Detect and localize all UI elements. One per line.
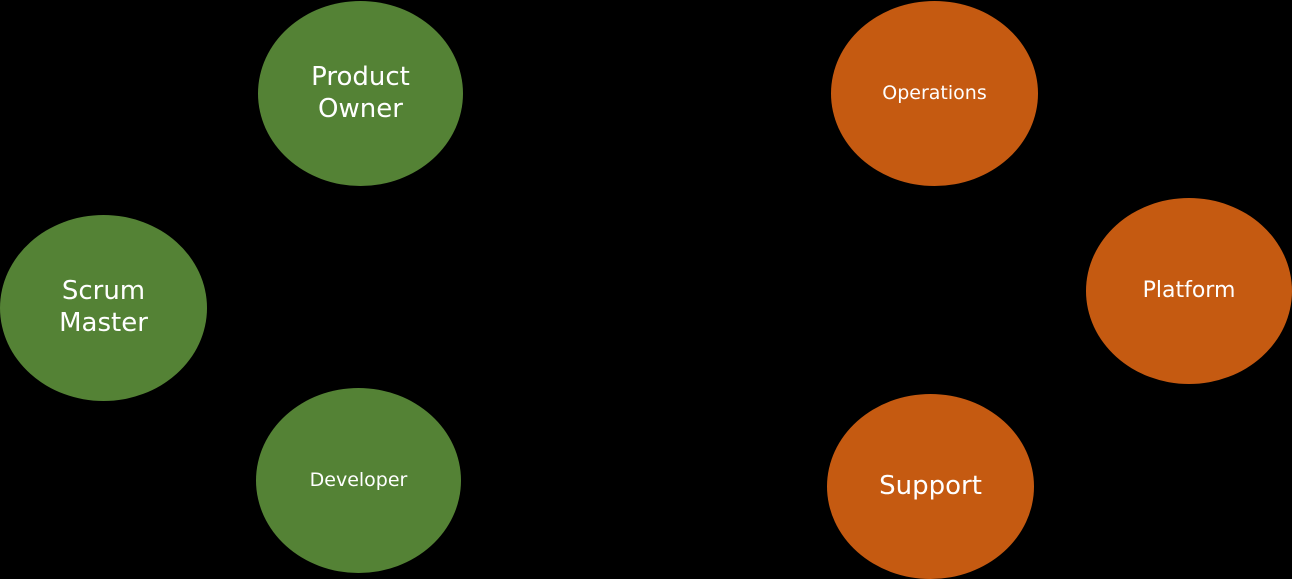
product-owner-node: Product Owner (258, 1, 463, 186)
operations-node: Operations (831, 1, 1038, 186)
developer-node: Developer (256, 388, 461, 573)
support-node: Support (827, 394, 1034, 579)
scrum-master-node: Scrum Master (0, 215, 207, 401)
platform-node: Platform (1086, 198, 1292, 384)
